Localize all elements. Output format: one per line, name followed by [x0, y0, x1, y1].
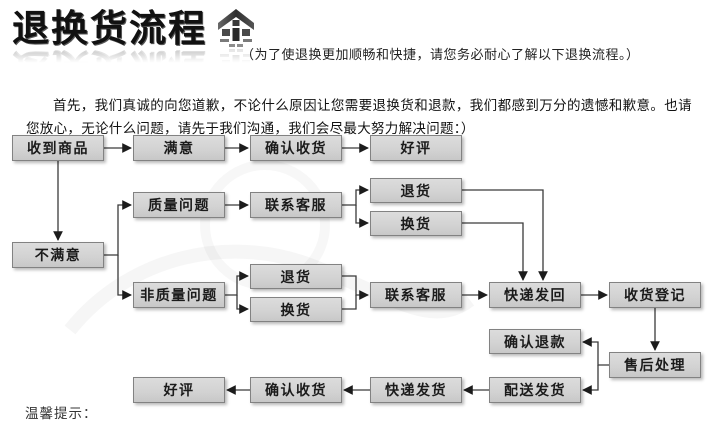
flow-node-confirm-refund: 确认退款 — [489, 329, 581, 354]
header-subtitle: （为了使退换更加顺畅和快捷，请您务必耐心了解以下退换流程。） — [241, 47, 640, 62]
flow-node-contact-service-quality: 联系客服 — [250, 192, 342, 218]
flow-node-quality-issue: 质量问题 — [133, 192, 225, 218]
brand-header: 退换货流程 — [12, 6, 257, 56]
warm-tips-label: 温馨提示： — [25, 406, 98, 421]
flow-node-non-quality-issue: 非质量问题 — [133, 282, 225, 308]
page-title: 退换货流程 — [12, 8, 207, 49]
house-icon — [218, 9, 254, 47]
flow-node-confirm-receipt-top: 确认收货 — [250, 135, 342, 161]
flow-node-unsatisfied: 不满意 — [12, 242, 104, 268]
flow-node-confirm-receipt-bottom: 确认收货 — [250, 377, 342, 403]
flow-node-delivery-dispatch: 配送发货 — [489, 377, 581, 403]
flow-node-express-return: 快递发回 — [489, 282, 581, 308]
flow-node-contact-service-nq: 联系客服 — [370, 282, 462, 308]
flow-node-receipt-register: 收货登记 — [609, 282, 701, 308]
flow-node-praise-bottom: 好评 — [133, 377, 225, 403]
connector-lines — [53, 143, 660, 395]
flow-node-return-non-quality: 退货 — [250, 264, 342, 289]
intro-paragraph: 首先，我们真诚的向您道歉，不论什么原因让您需要退换货和退款，我们都感到万分的遗憾… — [26, 97, 692, 136]
flow-node-exchange-quality: 换货 — [370, 211, 462, 236]
flow-node-praise-top: 好评 — [370, 135, 462, 161]
flow-node-after-sales: 售后处理 — [609, 352, 701, 378]
flow-node-exchange-non-quality: 换货 — [250, 297, 342, 322]
flow-node-satisfied: 满意 — [133, 135, 225, 161]
flow-node-return-quality: 退货 — [370, 178, 462, 203]
flow-node-express-dispatch: 快递发货 — [370, 377, 462, 403]
flow-node-received: 收到商品 — [12, 135, 104, 161]
